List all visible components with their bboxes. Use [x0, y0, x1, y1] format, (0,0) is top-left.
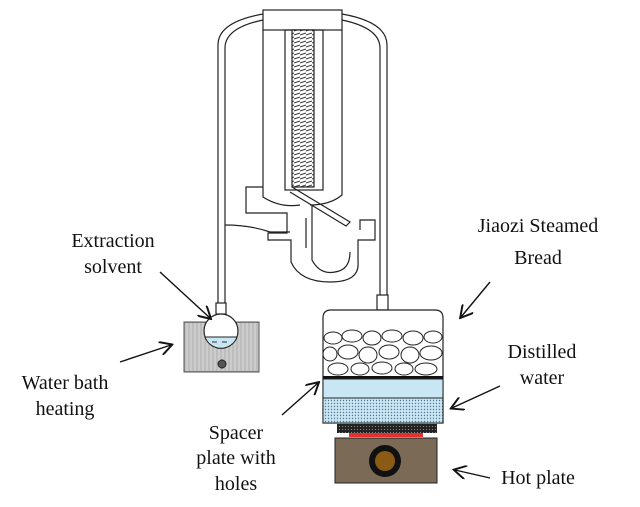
right-vapor-tube: [341, 19, 381, 296]
water-bath: [183, 313, 260, 373]
label-solvent: solvent: [84, 256, 142, 278]
extraction-vessel: [322, 309, 444, 424]
left-vapor-tube: [217, 13, 264, 305]
heating-element: [349, 433, 423, 437]
label-heating: heating: [36, 398, 95, 420]
label-plate-with: plate with: [196, 447, 275, 469]
distilled-water: [322, 378, 444, 399]
label-hot-plate: Hot plate: [501, 467, 575, 489]
arrow-jiaozi: [461, 281, 491, 317]
arrow-distilled-water: [452, 385, 501, 408]
spacer-plate: [323, 376, 443, 379]
label-water-bath: Water bath: [22, 372, 109, 394]
pointer-arrows: [119, 271, 501, 478]
label-extraction: Extraction: [71, 230, 154, 252]
label-spacer: Spacer: [209, 422, 264, 444]
heater-icon: [217, 359, 227, 369]
condenser-cap: [262, 9, 343, 31]
arrow-extraction-solvent: [159, 271, 210, 318]
flask-neck: [215, 302, 227, 315]
label-distilled: Distilled: [508, 341, 577, 363]
arrow-hot-plate: [455, 470, 491, 478]
hot-plate: [334, 424, 438, 484]
label-water: water: [520, 367, 565, 389]
label-jiaozi: Jiaozi Steamed: [478, 215, 599, 237]
label-holes: holes: [215, 473, 257, 495]
condenser-body: [262, 30, 343, 207]
jiaozi-pieces: [322, 329, 443, 376]
vessel-neck: [376, 294, 389, 311]
flask-solvent: [204, 336, 238, 349]
arrow-spacer-plate: [281, 383, 318, 416]
condenser-coil: [291, 29, 315, 188]
label-bread: Bread: [514, 247, 562, 269]
water-layer: [322, 397, 444, 424]
arrow-water-bath: [119, 345, 171, 363]
glassware: [215, 9, 389, 315]
